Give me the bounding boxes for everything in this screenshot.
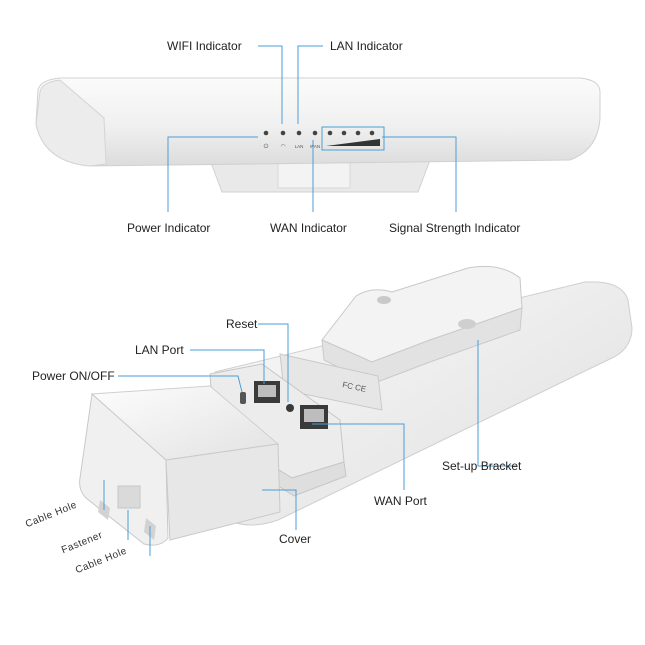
signal-wedge-icon — [326, 139, 380, 146]
reset-button — [286, 404, 294, 412]
led-signal-1 — [327, 130, 333, 136]
callout-wan-indicator: WAN Indicator — [270, 221, 347, 235]
top-device-body — [35, 77, 601, 167]
leader-cover — [262, 489, 297, 530]
leader-reset — [258, 323, 289, 402]
leader-signal — [382, 136, 457, 212]
lan-port — [254, 381, 280, 403]
leader-lan-port — [190, 349, 265, 384]
device-label-sticker — [279, 353, 383, 411]
top-led-strip: ⏻ ◠ LAN WAN — [263, 130, 380, 150]
callout-wan-port: WAN Port — [374, 494, 427, 508]
wifi-symbol-icon: ◠ — [280, 144, 285, 150]
bracket-hole-2 — [458, 319, 476, 329]
callout-power-onoff: Power ON/OFF — [32, 369, 115, 383]
leader-wan-port — [312, 423, 405, 490]
power-symbol-icon: ⏻ — [264, 143, 269, 150]
leader-lan — [297, 45, 323, 124]
led-wifi — [280, 130, 286, 136]
bottom-leader-lines — [103, 323, 516, 556]
leader-wifi — [258, 45, 283, 124]
signal-highlight-box — [321, 126, 385, 151]
leader-setup-bracket — [477, 340, 516, 467]
bracket-hole-1 — [377, 296, 391, 304]
cover — [79, 385, 281, 546]
callout-power-indicator: Power Indicator — [127, 221, 211, 235]
bottom-device: FC CE — [79, 265, 633, 556]
led-signal-3 — [355, 130, 361, 136]
power-switch — [240, 392, 246, 404]
top-leader-lines — [167, 45, 457, 212]
led-signal-4 — [369, 130, 375, 136]
callout-reset: Reset — [226, 317, 258, 331]
callout-lan-indicator: LAN Indicator — [330, 39, 403, 53]
callout-lan-port: LAN Port — [135, 343, 184, 357]
wan-port — [300, 405, 328, 429]
cover-side — [165, 443, 281, 541]
led-signal-2 — [341, 130, 347, 136]
fastener-block — [117, 485, 141, 509]
callout-cover: Cover — [279, 532, 312, 546]
top-device: ⏻ ◠ LAN WAN — [35, 45, 601, 212]
led-lan — [296, 130, 302, 136]
callout-wifi-indicator: WIFI Indicator — [167, 39, 242, 53]
led-wan — [312, 130, 318, 136]
top-device-end-cap — [35, 79, 107, 167]
leader-power-onoff — [118, 375, 243, 393]
leader-power — [167, 136, 258, 212]
callout-signal-strength-indicator: Signal Strength Indicator — [389, 221, 521, 235]
panel-text-lan: LAN — [295, 144, 304, 149]
callout-setup-bracket: Set-up Bracket — [442, 459, 522, 473]
panel-text-wan: WAN — [310, 144, 320, 149]
led-power — [263, 130, 269, 136]
